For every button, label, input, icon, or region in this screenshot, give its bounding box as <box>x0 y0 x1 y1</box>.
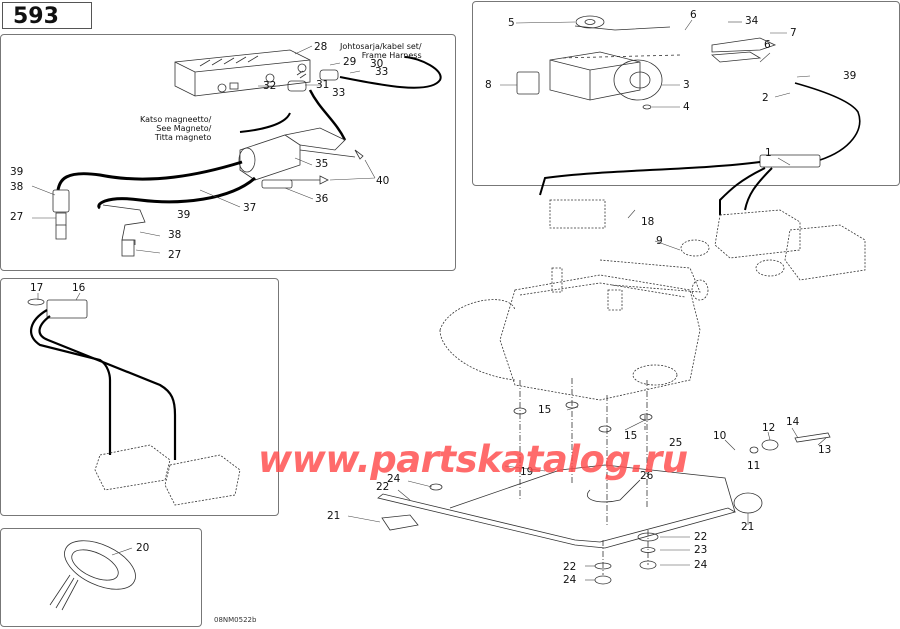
callout-33: 33 <box>332 87 346 99</box>
key-switch-drawing <box>516 15 777 110</box>
callout-22: 22 <box>376 481 390 493</box>
panel-cap <box>0 528 202 627</box>
callout-30: 30 <box>370 58 384 70</box>
see-magneto-note: Katso magneetto/ See Magneto/ Titta magn… <box>140 115 212 142</box>
callout-37: 37 <box>243 202 257 214</box>
callout-21: 21 <box>741 521 755 533</box>
callout-23: 23 <box>694 544 708 556</box>
callout-24: 24 <box>387 473 401 485</box>
callout-22: 22 <box>694 531 708 543</box>
callout-39: 39 <box>843 70 857 82</box>
frame-harness-note: Johtosarja/kabel set/ Frame Harness <box>340 42 422 60</box>
cdi-module-drawing <box>174 49 311 97</box>
callout-13: 13 <box>818 444 832 456</box>
callout-27: 27 <box>168 249 182 261</box>
callout-29: 29 <box>343 56 357 68</box>
callout-14: 14 <box>786 416 800 428</box>
callout-3: 3 <box>683 79 690 91</box>
callout-15: 15 <box>538 404 552 416</box>
callout-20: 20 <box>136 542 150 554</box>
callout-19: 19 <box>520 466 534 478</box>
callout-32: 32 <box>263 80 277 92</box>
callout-11: 11 <box>747 460 761 472</box>
callout-16: 16 <box>72 282 86 294</box>
callout-18: 18 <box>641 216 655 228</box>
callout-21: 21 <box>327 510 341 522</box>
callout-8: 8 <box>485 79 492 91</box>
callout-6: 6 <box>690 9 697 21</box>
callout-10: 10 <box>713 430 727 442</box>
callout-17: 17 <box>30 282 44 294</box>
callout-9: 9 <box>656 235 663 247</box>
callout-27: 27 <box>10 211 24 223</box>
watermark-text: www.partskatalog.ru <box>258 438 688 481</box>
figure-code: 08NM0522b <box>214 616 257 624</box>
ignition-coil-drawing <box>238 127 346 181</box>
callout-15: 15 <box>624 430 638 442</box>
callout-38: 38 <box>10 181 24 193</box>
callout-22: 22 <box>563 561 577 573</box>
callout-25: 25 <box>669 437 683 449</box>
engine-block-drawing <box>439 259 709 401</box>
callout-7: 7 <box>790 27 797 39</box>
page-number: 593 <box>2 2 92 29</box>
callout-6: 6 <box>764 39 771 51</box>
callout-31: 31 <box>316 79 330 91</box>
callout-39: 39 <box>10 166 24 178</box>
callout-35: 35 <box>315 158 329 170</box>
callout-39: 39 <box>177 209 191 221</box>
callout-24: 24 <box>694 559 708 571</box>
callout-36: 36 <box>315 193 329 205</box>
callout-26: 26 <box>640 470 654 482</box>
callout-2: 2 <box>762 92 769 104</box>
callout-38: 38 <box>168 229 182 241</box>
callout-28: 28 <box>314 41 328 53</box>
carburetor-assembly-drawing <box>549 199 866 281</box>
callout-5: 5 <box>508 17 515 29</box>
callout-33: 33 <box>375 66 389 78</box>
callout-1: 1 <box>765 147 772 159</box>
callout-34: 34 <box>745 15 759 27</box>
panel-ignition-harness <box>0 34 456 271</box>
callout-24: 24 <box>563 574 577 586</box>
callout-12: 12 <box>762 422 776 434</box>
callout-40: 40 <box>376 175 390 187</box>
callout-4: 4 <box>683 101 690 113</box>
